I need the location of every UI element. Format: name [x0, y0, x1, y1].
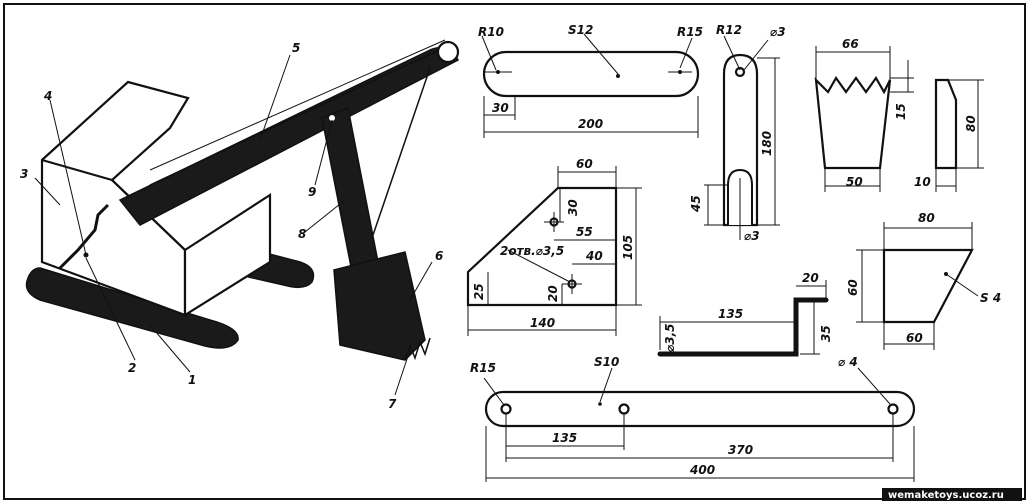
label-4: 4 [43, 89, 52, 103]
dim-r15-b: R15 [470, 361, 496, 375]
dim-180: 180 [760, 131, 774, 156]
dim-15: 15 [894, 103, 908, 120]
dim-55: 55 [576, 225, 593, 239]
bar-s12-outline [482, 50, 700, 98]
dim-dia4: ⌀ 4 [838, 355, 858, 369]
trapezoid-outline [466, 186, 618, 307]
boom-cable-2 [149, 39, 446, 171]
part-s10-bar: R15 S10 ⌀ 4 135 370 400 [470, 355, 916, 482]
leader-1 [149, 324, 191, 373]
dim-holes: 2отв.⌀3,5 [500, 244, 564, 258]
dim-40: 40 [585, 249, 603, 263]
dim-20-a: 20 [546, 285, 560, 302]
watermark-box [882, 488, 1022, 501]
drawing-border [3, 3, 1026, 500]
dim-dia3-5: ⌀3,5 [663, 324, 677, 352]
dim-105: 105 [621, 235, 635, 260]
hoist-cable [371, 67, 431, 239]
dim-r12: R12 [716, 23, 742, 37]
dim-30-a: 30 [492, 101, 509, 115]
control-lever [58, 203, 110, 270]
bar-s10-outline [484, 390, 916, 428]
dim-45: 45 [689, 195, 703, 213]
dim-s4: S 4 [980, 291, 1001, 305]
label-9: 9 [308, 185, 316, 199]
dim-dia3-a: ⌀3 [770, 25, 786, 39]
dim-60-b: 60 [906, 331, 923, 345]
excavator-illustration: 4 3 5 2 1 9 8 6 7 [20, 39, 460, 411]
label-8: 8 [298, 227, 306, 241]
leader-3 [34, 177, 61, 206]
leader-4 [49, 99, 87, 256]
part-toothed-plate: 66 50 15 [814, 37, 914, 192]
pivot-9 [329, 115, 335, 121]
boom-cable [149, 44, 451, 186]
toothed-plate-outline [814, 75, 892, 170]
dim-s10: S10 [594, 355, 619, 369]
part-s12-bar: R10 S12 R15 30 200 [478, 23, 703, 138]
dim-135-b: 135 [552, 431, 577, 445]
dim-r10: R10 [478, 25, 504, 39]
leader-6 [409, 261, 433, 301]
leader-2 [85, 257, 136, 361]
dim-200: 200 [578, 117, 603, 131]
dipper-arm [321, 106, 379, 274]
dim-35: 35 [819, 325, 833, 342]
part-s4-plate: 80 60 S 4 60 [846, 211, 1001, 350]
side-box [183, 192, 272, 317]
label-1: 1 [188, 373, 196, 387]
label-2: 2 [128, 361, 136, 375]
dim-25: 25 [472, 283, 486, 300]
dim-135-a: 135 [718, 307, 743, 321]
leader-9 [314, 119, 333, 186]
dim-60-v: 60 [846, 279, 860, 296]
bucket [333, 251, 426, 361]
s4-plate-outline [882, 248, 974, 324]
dim-80-v: 80 [964, 115, 978, 132]
watermark: wemaketoys.ucoz.ru [888, 490, 1004, 501]
dim-400: 400 [689, 463, 715, 477]
dim-r15-a: R15 [677, 25, 703, 39]
bent-rod-outline [657, 297, 829, 357]
leader-8 [304, 199, 346, 233]
boom-pulley [436, 40, 460, 64]
narrow-plate-outline [934, 78, 958, 170]
dim-50: 50 [846, 175, 863, 189]
dim-30-b: 30 [566, 199, 580, 216]
track-front [25, 267, 239, 349]
label-7: 7 [388, 397, 397, 411]
part-bent-rod: 135 20 ⌀3,5 35 [657, 271, 833, 357]
part-vertical-arm: R12 ⌀3 180 45 ⌀3 [689, 23, 786, 243]
label-3: 3 [20, 167, 28, 181]
dim-dia3-b: ⌀3 [744, 229, 760, 243]
dim-60-a: 60 [576, 157, 593, 171]
dim-80-h: 80 [918, 211, 935, 225]
dim-20-b: 20 [802, 271, 819, 285]
part-narrow-plate: 80 10 [914, 78, 984, 192]
label-5: 5 [292, 41, 300, 55]
label-6: 6 [435, 249, 443, 263]
dim-10: 10 [914, 175, 931, 189]
dim-66: 66 [842, 37, 859, 51]
part-trapezoid-plate: 60 30 55 2отв.⌀3,5 40 20 25 105 140 [466, 157, 642, 336]
dim-140: 140 [530, 316, 555, 330]
leader-7 [394, 349, 411, 396]
leader-5 [259, 54, 291, 141]
dim-s12: S12 [568, 23, 593, 37]
cab-edge-top [41, 158, 113, 182]
bucket-teeth [404, 337, 431, 361]
dim-370: 370 [728, 443, 753, 457]
